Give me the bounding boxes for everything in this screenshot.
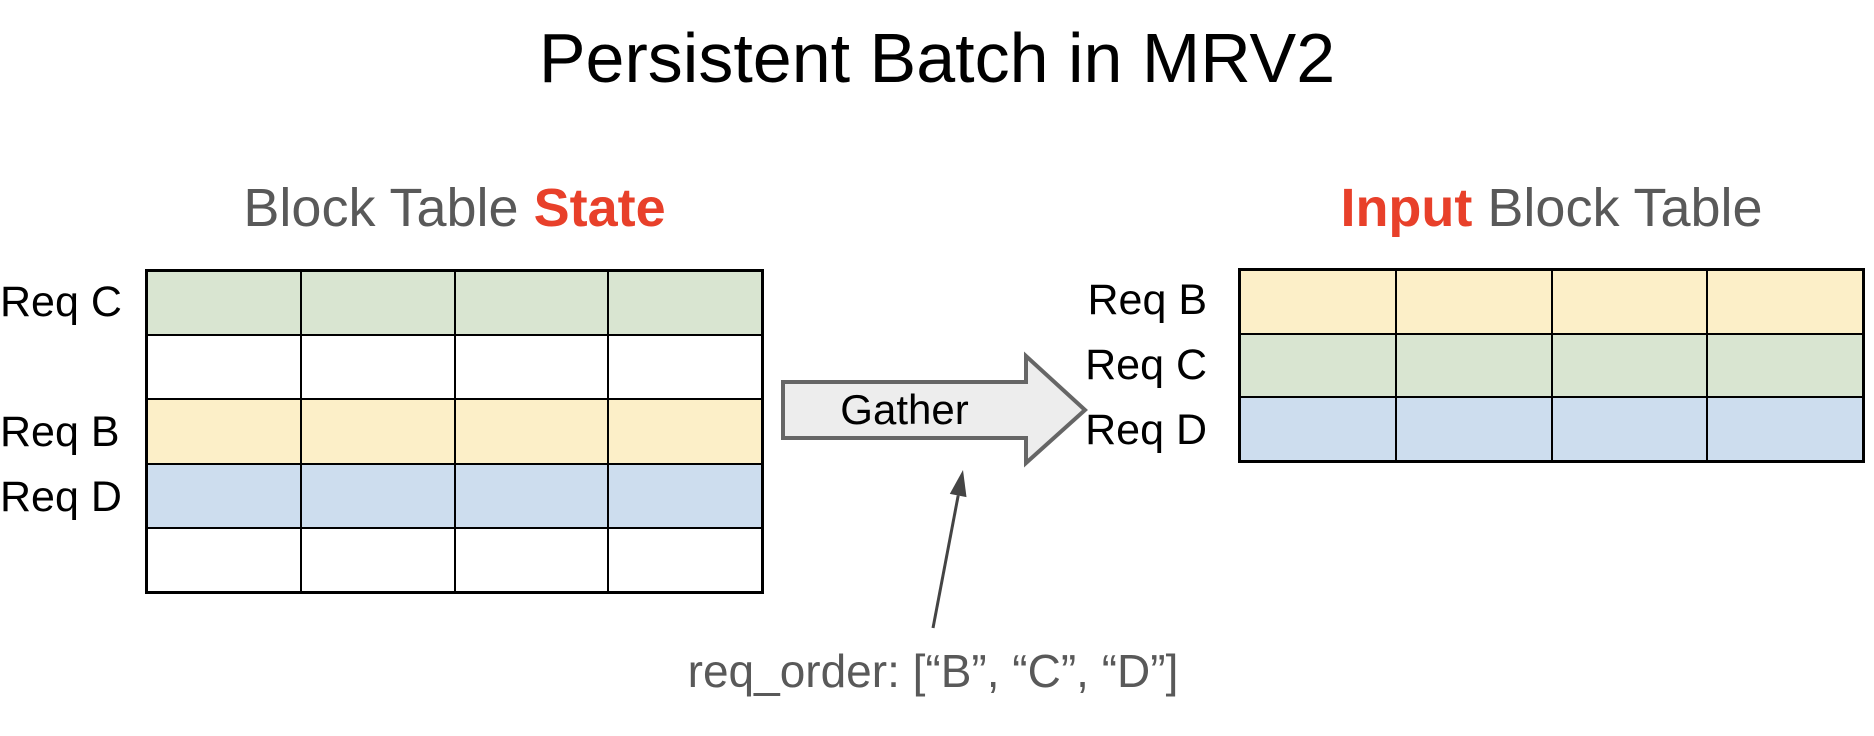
table-cell: [1707, 397, 1863, 462]
right-row-label-req-b: Req B: [1087, 276, 1207, 324]
table-cell: [608, 463, 762, 528]
right-row-label-req-d: Req D: [1085, 406, 1207, 454]
table-row-req-c: [1240, 333, 1863, 398]
table-cell: [1395, 333, 1552, 398]
table-cell: [454, 463, 609, 528]
table-row-req-d: [147, 463, 762, 528]
left-row-label-req-c: Req C: [0, 278, 122, 326]
table-cell: [1395, 270, 1552, 334]
table-cell: [608, 399, 762, 464]
table-row-req-b: [1240, 270, 1863, 334]
table-row-req-c: [147, 271, 762, 336]
right-table-heading-accent: Input: [1340, 178, 1473, 238]
table-cell: [454, 527, 609, 593]
table-row-empty: [147, 335, 762, 400]
table-cell: [608, 527, 762, 593]
req-order-annotation: req_order: [“B”, “C”, “D”]: [687, 645, 1179, 697]
table-cell: [300, 399, 455, 464]
left-table-heading: Block Table State: [145, 178, 764, 238]
table-cell: [454, 335, 609, 400]
right-table-heading-suffix: Block Table: [1472, 178, 1763, 238]
table-cell: [1551, 270, 1708, 334]
table-cell: [1707, 270, 1863, 334]
left-table-heading-prefix: Block Table: [243, 178, 534, 238]
table-cell: [147, 335, 301, 400]
left-row-label-req-b: Req B: [0, 408, 120, 456]
table-cell: [147, 463, 301, 528]
left-row-label-req-d: Req D: [0, 473, 122, 521]
gather-arrow-icon: [781, 351, 1088, 468]
table-cell: [454, 399, 609, 464]
table-row-req-b: [147, 399, 762, 464]
table-cell: [608, 335, 762, 400]
table-cell: [300, 271, 455, 336]
right-row-label-req-c: Req C: [1085, 341, 1207, 389]
right-block-table: [1238, 268, 1865, 463]
table-cell: [1240, 270, 1396, 334]
table-cell: [1707, 333, 1863, 398]
right-table-heading: Input Block Table: [1238, 178, 1865, 238]
table-cell: [608, 271, 762, 336]
table-cell: [1240, 397, 1396, 462]
table-cell: [1551, 333, 1708, 398]
table-cell: [300, 335, 455, 400]
table-cell: [454, 271, 609, 336]
left-block-table: [145, 269, 764, 594]
left-table-heading-accent: State: [533, 178, 666, 238]
table-row-req-d: [1240, 397, 1863, 462]
table-cell: [147, 271, 301, 336]
table-cell: [1240, 333, 1396, 398]
table-cell: [300, 463, 455, 528]
table-row-empty: [147, 527, 762, 593]
table-cell: [1551, 397, 1708, 462]
table-cell: [147, 399, 301, 464]
page-title: Persistent Batch in MRV2: [538, 19, 1336, 97]
annotation-arrow-icon: [931, 470, 967, 629]
table-cell: [1395, 397, 1552, 462]
gather-label: Gather: [840, 386, 969, 433]
table-cell: [147, 527, 301, 593]
table-cell: [300, 527, 455, 593]
